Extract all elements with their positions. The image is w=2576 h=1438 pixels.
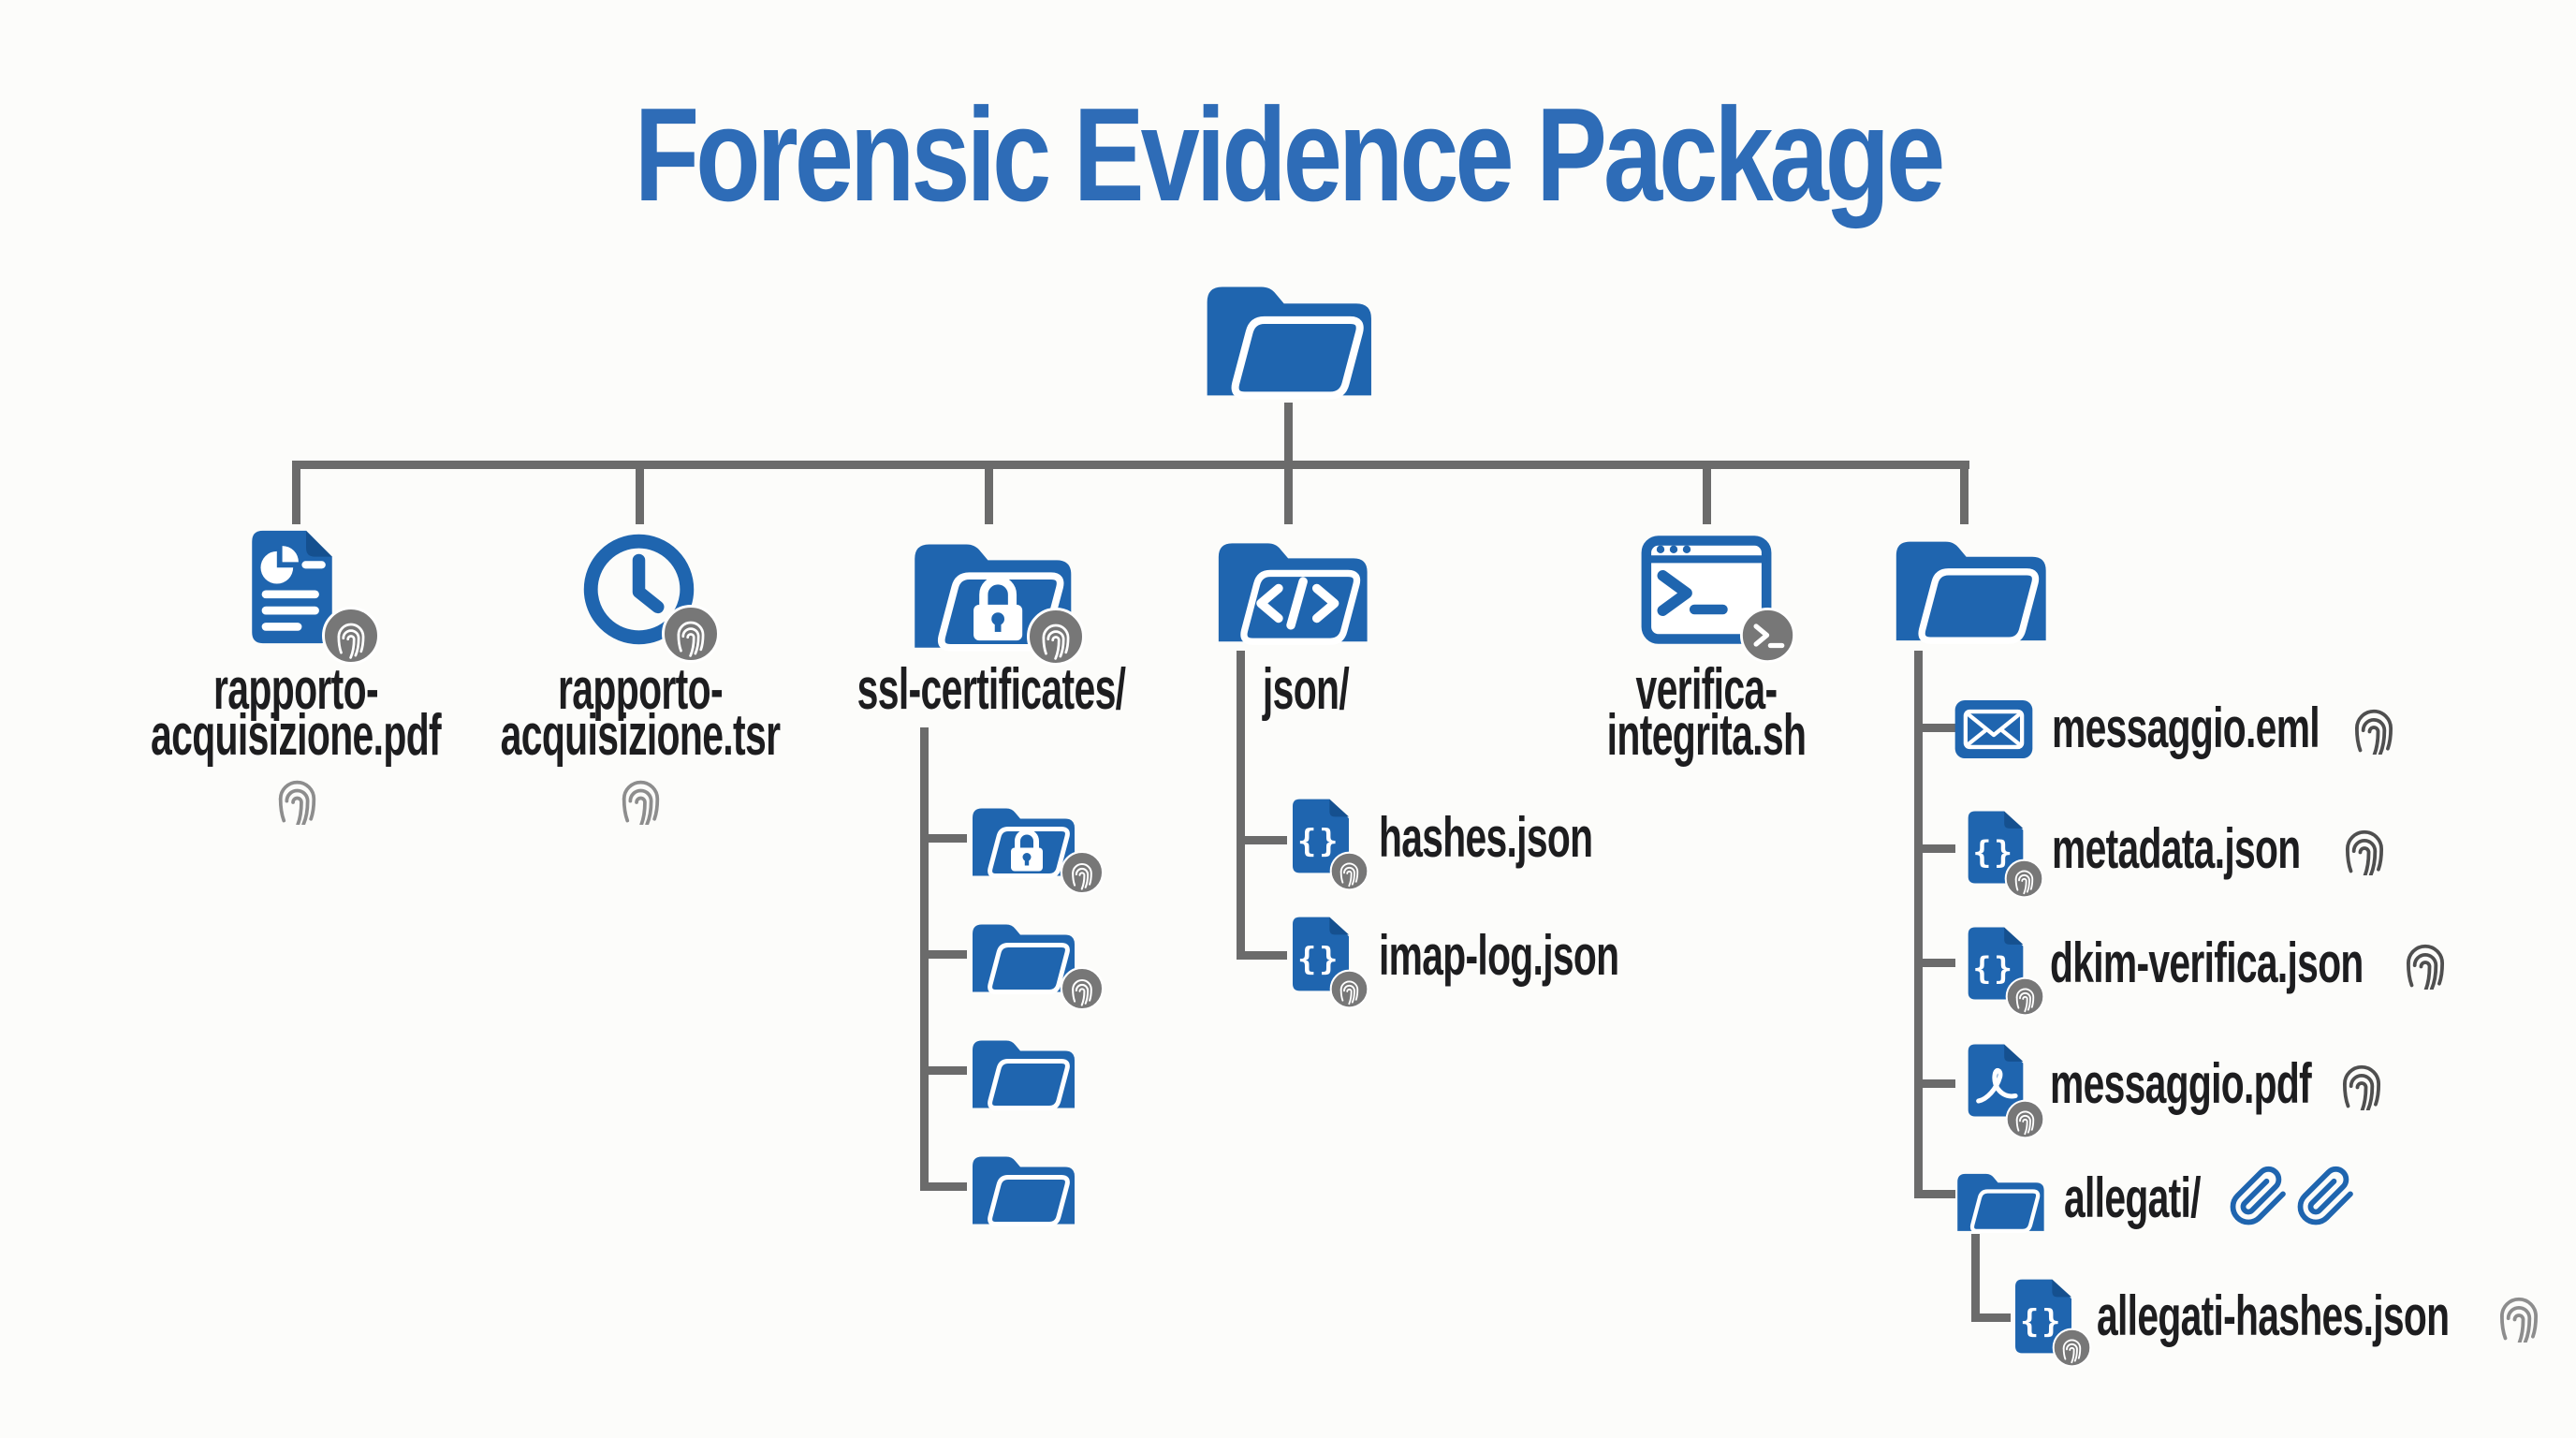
subfolder-icon: [967, 1026, 1079, 1115]
paperclip-icon: [2228, 1166, 2290, 1227]
connector-allegati-trunk: [1971, 1234, 1980, 1322]
label-json-dir: json/: [1262, 657, 1350, 722]
label-messaggio-eml: messaggio.eml: [2052, 697, 2320, 759]
root-folder-icon: [1198, 265, 1379, 405]
connector-allegati-hashes-stub: [1971, 1313, 2011, 1322]
connector-json-stub-2: [1237, 951, 1287, 960]
paperclip-icon: [2295, 1166, 2357, 1227]
connector-ssl-stub-1: [920, 834, 967, 843]
fingerprint-badge-icon: [1329, 851, 1369, 891]
fingerprint-badge-icon: [2052, 1328, 2092, 1368]
connector-metadata-stub: [1914, 844, 1955, 853]
label-allegati-hashes-json: allegati-hashes.json: [2097, 1284, 2450, 1347]
fingerprint-icon: [2337, 821, 2392, 875]
connector-ssl-stub-4: [920, 1182, 967, 1191]
fingerprint-badge-icon: [2004, 858, 2044, 899]
terminal-badge-icon: [1739, 607, 1796, 664]
label-rapporto-tsr: rapporto- acquisizione.tsr: [500, 657, 781, 768]
page-title: Forensic Evidence Package: [634, 81, 1946, 229]
label-rapporto-pdf: rapporto- acquisizione.pdf: [150, 657, 442, 768]
connector-stub-5: [1703, 466, 1711, 524]
label-metadata-json: metadata.json: [2052, 817, 2301, 880]
connector-evidence-trunk: [1914, 651, 1923, 1198]
fingerprint-badge-icon: [1060, 966, 1105, 1011]
connector-allegati-stub: [1914, 1190, 1955, 1198]
connector-stub-2: [636, 466, 644, 524]
connector-eml-stub: [1914, 724, 1955, 732]
fingerprint-icon: [614, 771, 667, 825]
label-imap-log-json: imap-log.json: [1379, 924, 1619, 987]
connector-stub-6: [1960, 466, 1969, 524]
label-messaggio-pdf: messaggio.pdf: [2050, 1052, 2312, 1115]
connector-stub-1: [292, 466, 300, 524]
evidence-folder-icon: [1888, 522, 2053, 649]
fingerprint-icon: [2334, 1056, 2389, 1110]
connector-ssl-stub-2: [920, 950, 967, 959]
allegati-folder-icon: [1952, 1163, 2049, 1236]
fingerprint-icon: [2398, 935, 2452, 990]
label-hashes-json: hashes.json: [1379, 806, 1593, 869]
connector-ssl-trunk: [920, 727, 929, 1191]
fingerprint-badge-icon: [2005, 1099, 2045, 1139]
connector-json-stub-1: [1237, 836, 1287, 844]
fingerprint-icon: [2347, 700, 2401, 755]
connector-ssl-stub-3: [920, 1066, 967, 1075]
connector-pdf-stub: [1914, 1079, 1955, 1088]
envelope-icon: [1954, 700, 2033, 758]
fingerprint-icon: [2492, 1288, 2546, 1343]
code-folder-icon: [1210, 524, 1374, 650]
fingerprint-badge-icon: [1329, 969, 1369, 1009]
fingerprint-badge-icon: [2005, 976, 2045, 1017]
label-allegati: allegati/: [2064, 1167, 2201, 1229]
label-dkim-verifica-json: dkim-verifica.json: [2050, 932, 2364, 994]
connector-json-trunk: [1237, 651, 1245, 960]
subfolder-icon: [967, 1142, 1079, 1231]
label-ssl-certificates: ssl-certificates/: [856, 657, 1126, 722]
fingerprint-icon: [271, 771, 324, 825]
label-verifica-integrita: verifica- integrita.sh: [1606, 657, 1807, 768]
connector-root-stub: [1284, 403, 1293, 464]
fingerprint-badge-icon: [661, 604, 721, 664]
connector-main-horizontal: [292, 461, 1969, 469]
connector-stub-3: [985, 466, 993, 524]
connector-dkim-stub: [1914, 959, 1955, 967]
fingerprint-badge-icon: [1060, 850, 1105, 895]
connector-stub-4: [1284, 466, 1293, 524]
